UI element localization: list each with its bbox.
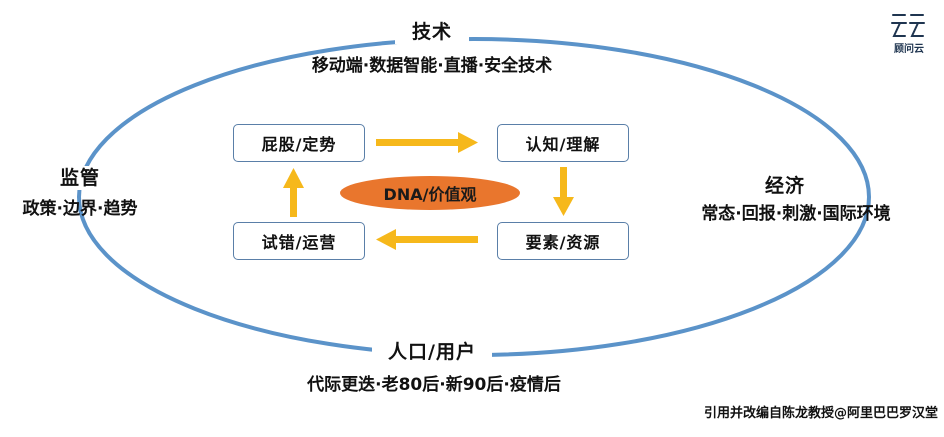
users-detail: 代际更迭·老80后·新90后·疫情后 (307, 375, 561, 395)
logo-text: 顾问云 (894, 44, 924, 55)
cloud-logo-icon (891, 14, 925, 37)
box-top-right: 认知/理解 (497, 124, 629, 162)
arrow-down-icon (553, 167, 574, 216)
tech-detail: 移动端·数据智能·直播·安全技术 (311, 56, 553, 76)
center-label: DNA/价值观 (383, 185, 477, 204)
regulation-detail: 政策·边界·趋势 (22, 199, 138, 219)
box-bottom-right: 要素/资源 (497, 222, 629, 260)
arrow-up-icon (283, 168, 304, 217)
center-oval: DNA/价值观 (340, 176, 520, 210)
economy-detail: 常态·回报·刺激·国际环境 (701, 204, 891, 224)
logo: 顾问云 (886, 10, 932, 56)
economy-title: 经济 (755, 174, 815, 198)
credit-text: 引用并改编自陈龙教授@阿里巴巴罗汉堂 (703, 406, 938, 421)
arrow-left-icon (376, 229, 478, 250)
box-top-left: 屁股/定势 (233, 124, 365, 162)
box-bottom-left: 试错/运营 (233, 222, 365, 260)
tech-title: 技术 (395, 20, 469, 44)
arrow-right-icon (376, 132, 478, 153)
regulation-title: 监管 (50, 166, 110, 190)
users-title: 人口/用户 (372, 340, 492, 364)
